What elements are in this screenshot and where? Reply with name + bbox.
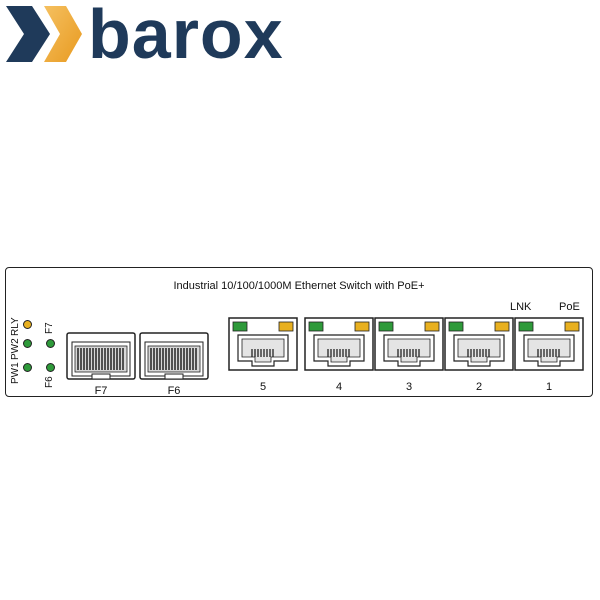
rj45-label-1: 1 [545,381,553,393]
f6-led-label: F6 [44,376,55,388]
sfp-label-f7: F7 [94,385,108,397]
pw2-label: PW2 [10,338,21,360]
pw1-label: PW1 [10,362,21,384]
barox-x-mark-icon [6,6,82,62]
rj45-port-3[interactable] [374,317,444,371]
f7-led-label: F7 [44,322,55,334]
sfp-port-f7[interactable] [66,332,136,380]
sfp-port-f6[interactable] [139,332,209,380]
sfp-label-f6: F6 [167,385,181,397]
lnk-label: LNK [510,301,532,313]
rj45-label-2: 2 [475,381,483,393]
rly-led [23,320,32,329]
rj45-port-1[interactable] [514,317,584,371]
rj45-port-2[interactable] [444,317,514,371]
f6-led [46,363,55,372]
poe-label: PoE [559,301,580,313]
barox-logo: barox [4,0,283,73]
panel-title: Industrial 10/100/1000M Ethernet Switch … [173,280,425,292]
rj45-label-3: 3 [405,381,413,393]
f7-led [46,339,55,348]
rj45-label-4: 4 [335,381,343,393]
pw2-led [23,339,32,348]
rly-label: RLY [10,317,21,336]
rj45-label-5: 5 [259,381,267,393]
switch-front-panel: Industrial 10/100/1000M Ethernet Switch … [5,267,593,397]
brand-name: barox [88,0,284,73]
rj45-port-4[interactable] [304,317,374,371]
pw1-led [23,363,32,372]
rj45-port-5[interactable] [228,317,298,371]
